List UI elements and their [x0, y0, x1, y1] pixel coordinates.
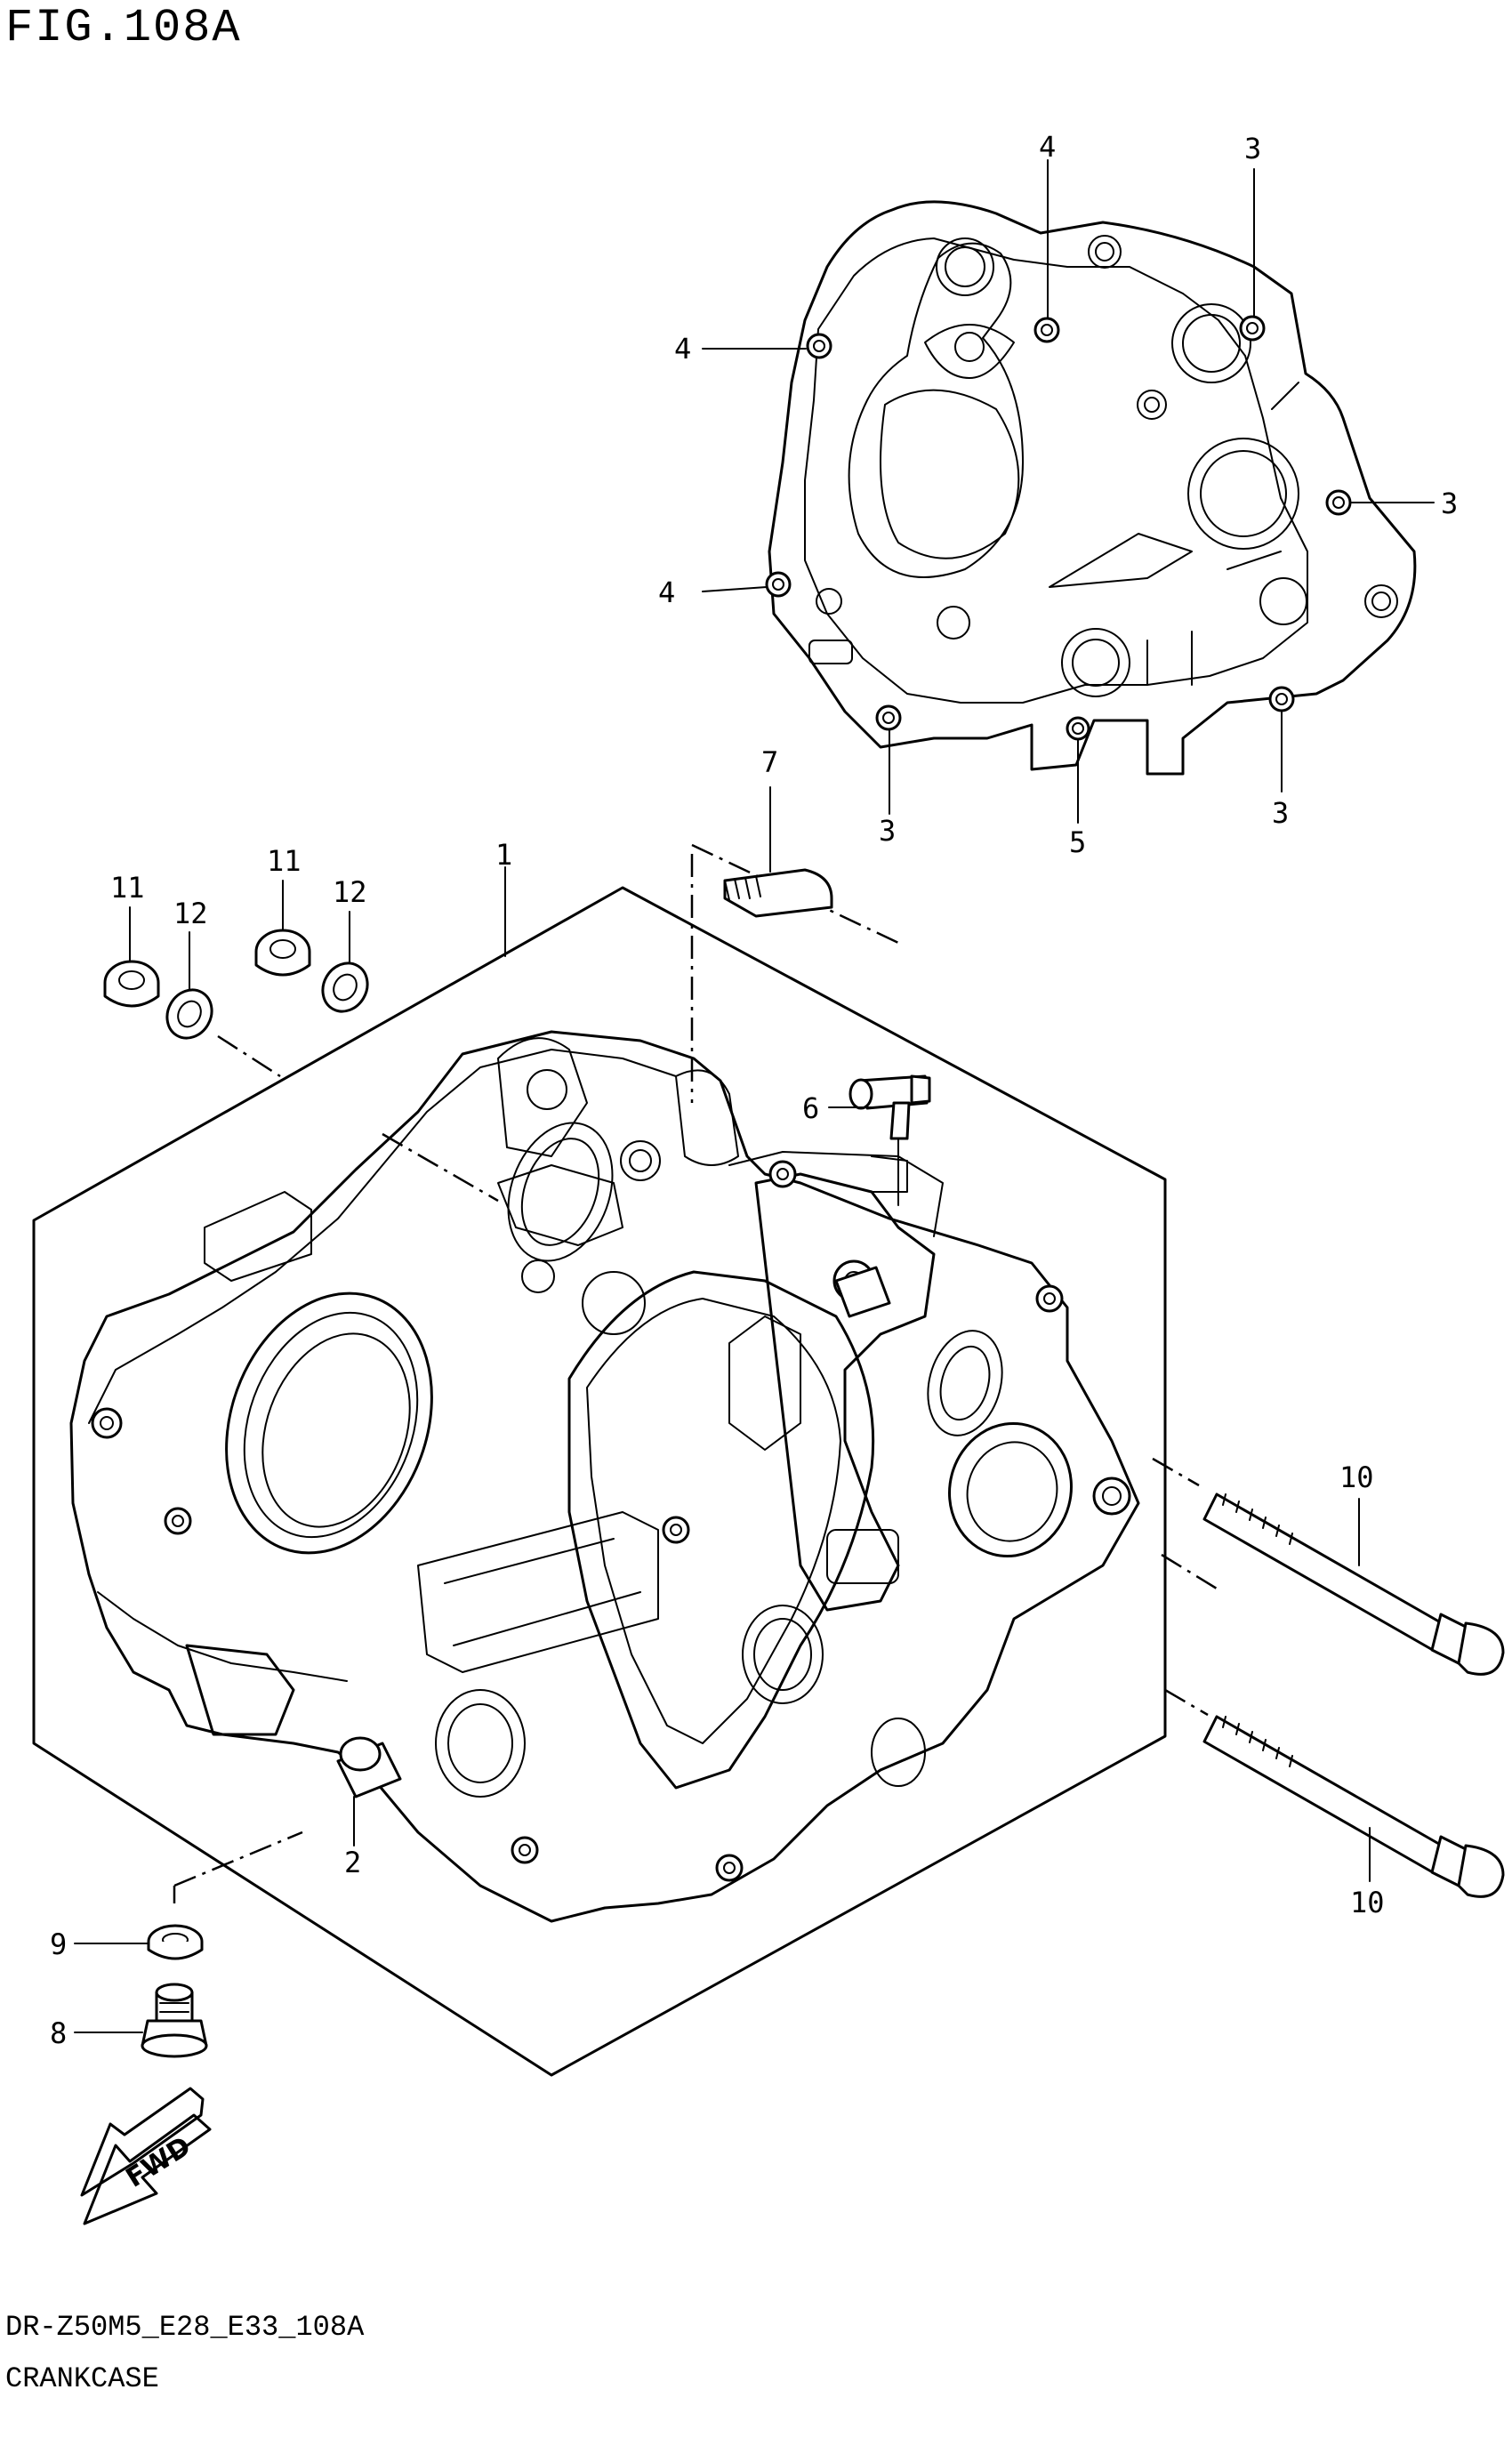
callout-3-top: 3 [1244, 132, 1261, 165]
nut-washer-set-left [103, 960, 213, 1040]
bolt-part-10-upper [1202, 1493, 1505, 1676]
crankcase-right-half [765, 200, 1417, 776]
callout-11-right: 11 [267, 844, 302, 878]
drain-plug-part-8 [141, 1983, 208, 2058]
callout-12-left: 12 [173, 897, 208, 930]
leader-lines-nuts [129, 866, 506, 990]
leader-lines-right-half [702, 159, 1435, 824]
crankcase-left-half [69, 1030, 1140, 1923]
leader-lines-plug [74, 1943, 149, 2033]
callout-10-upper: 10 [1339, 1460, 1374, 1494]
callout-12-right: 12 [333, 875, 367, 909]
callout-9: 9 [50, 1927, 67, 1961]
callout-11-left: 11 [110, 871, 145, 905]
callout-7: 7 [761, 745, 778, 779]
washer-part-9 [147, 1924, 204, 1960]
callout-2: 2 [344, 1846, 361, 1879]
callout-3-right: 3 [1441, 487, 1458, 520]
part-group-name: CRANKCASE [5, 2362, 159, 2395]
dowel-pin-part-2 [336, 1266, 891, 1798]
callout-1: 1 [495, 838, 512, 872]
callout-4-top: 4 [1039, 130, 1056, 164]
callout-10-lower: 10 [1350, 1886, 1385, 1919]
nut-washer-set-right [254, 929, 369, 1013]
hose-fitting-part-6 [848, 1074, 931, 1206]
callout-4-left-lower: 4 [658, 575, 675, 609]
callout-5: 5 [1069, 825, 1086, 859]
callout-8: 8 [50, 2016, 67, 2050]
model-code: DR-Z50M5_E28_E33_108A [5, 2311, 365, 2344]
callout-labels: 1 2 3 3 3 3 4 4 4 5 6 7 8 9 10 10 11 11 … [50, 130, 1458, 2050]
cap-part-7 [723, 786, 833, 918]
callout-6: 6 [802, 1091, 819, 1125]
assembly-frame [32, 886, 1167, 2077]
leader-lines-bolts [1358, 1498, 1371, 1882]
forward-direction-arrow: FWD [80, 2087, 212, 2225]
callout-3-bottom-left: 3 [879, 814, 896, 848]
callout-4-left-upper: 4 [674, 332, 691, 366]
figure-title: FIG.108A [5, 2, 242, 54]
callout-3-bottom-right: 3 [1272, 796, 1289, 830]
bolt-part-10-lower [1202, 1715, 1505, 1898]
